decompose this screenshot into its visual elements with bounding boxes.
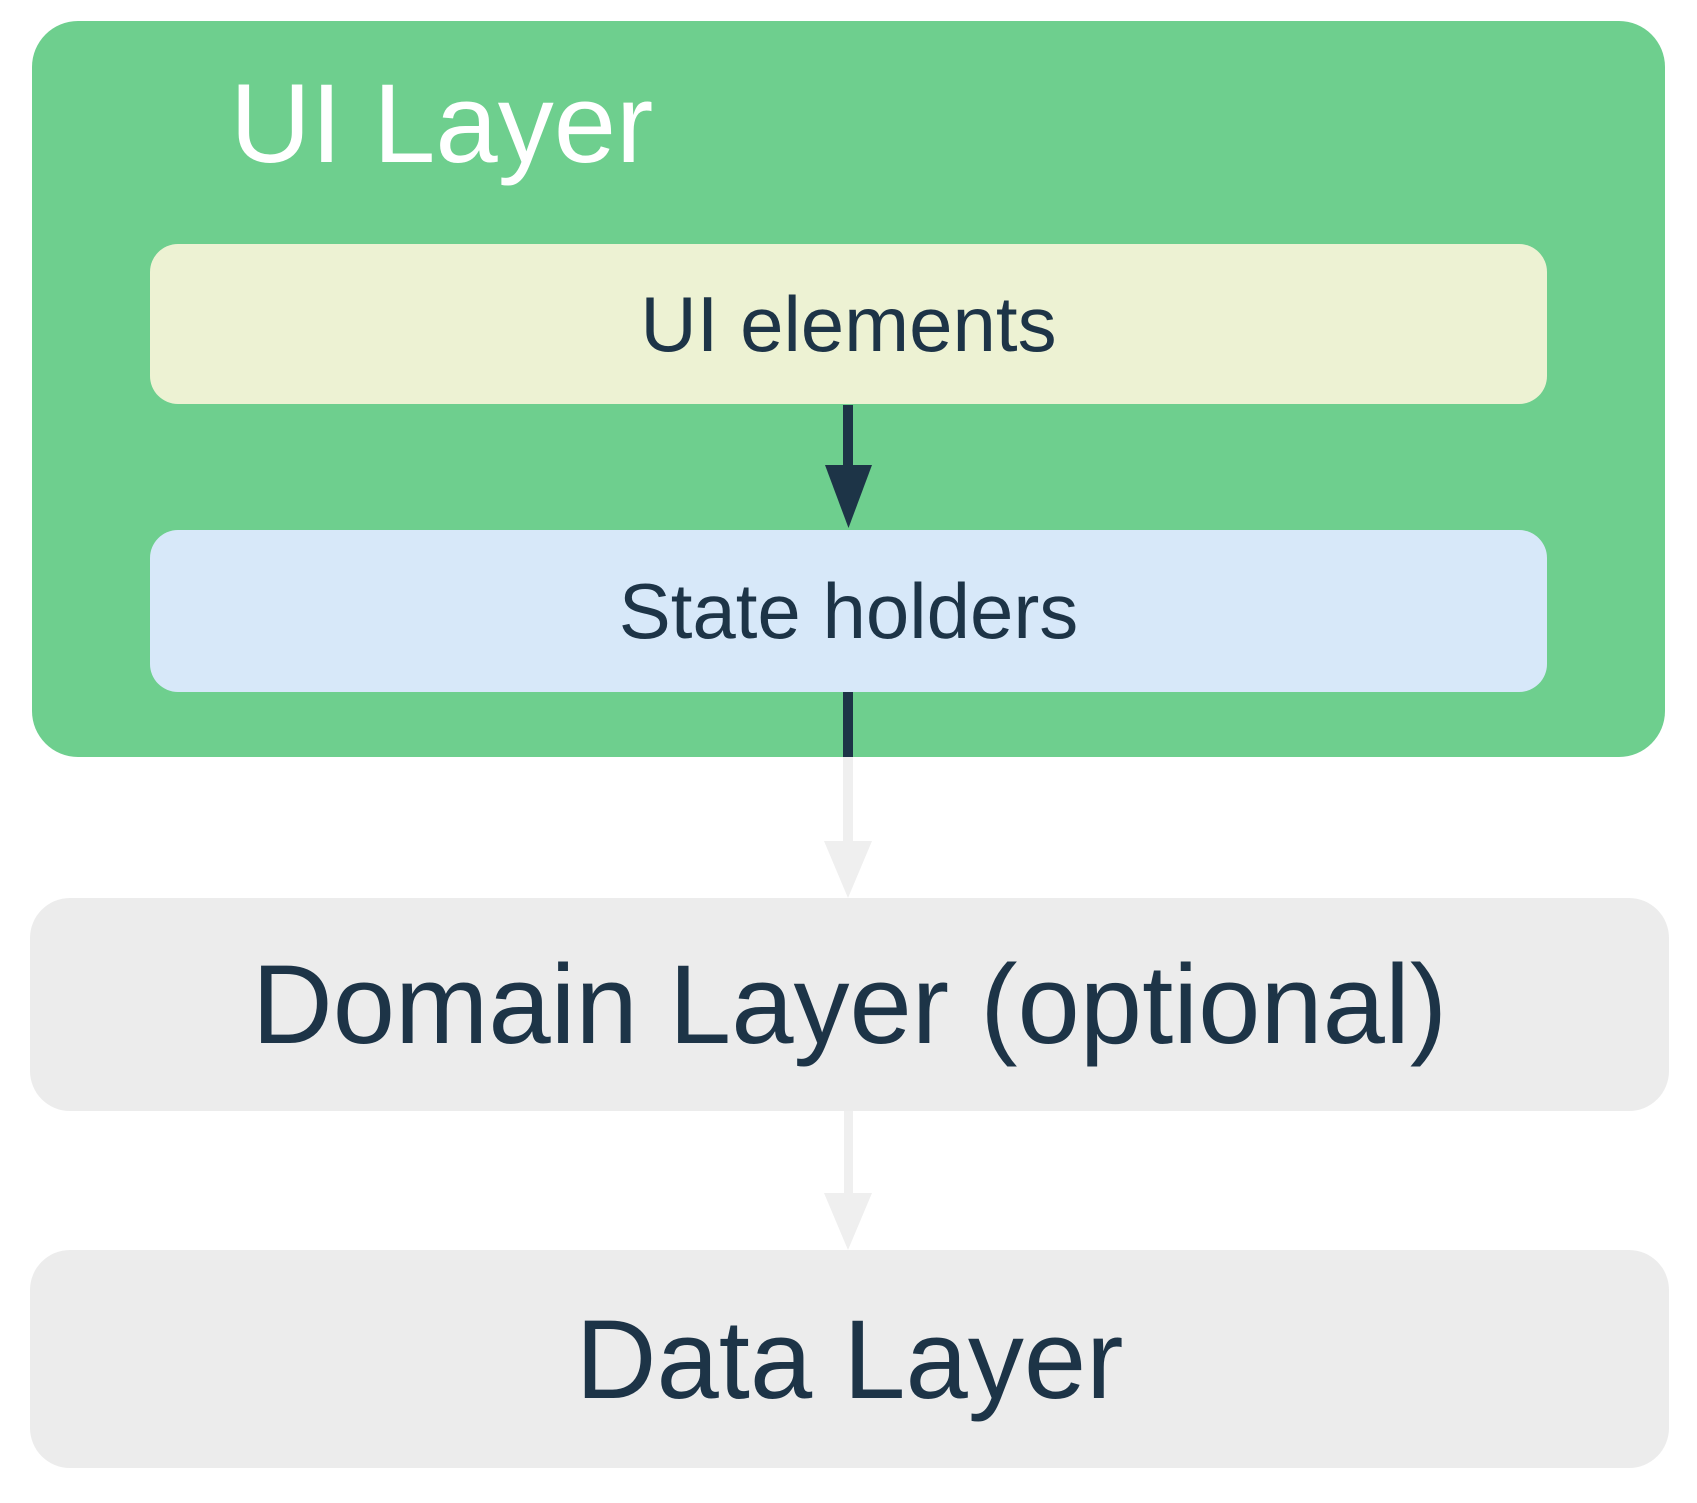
- data-layer-label: Data Layer: [575, 1296, 1124, 1422]
- ui-elements-to-state-holders-arrow-head: [825, 465, 872, 528]
- state-holders-label: State holders: [618, 566, 1079, 655]
- ui-layer-box: UI Layer UI elements State holders: [32, 21, 1665, 757]
- ui-elements-label: UI elements: [640, 279, 1057, 368]
- domain-to-data-arrow-shaft: [844, 1111, 853, 1194]
- domain-layer-label: Domain Layer (optional): [251, 942, 1448, 1067]
- domain-layer-box: Domain Layer (optional): [30, 898, 1669, 1111]
- state-holders-to-domain-arrow-shaft: [843, 757, 853, 842]
- state-holders-to-domain-arrow-dark-segment: [843, 692, 853, 757]
- ui-elements-box: UI elements: [150, 244, 1547, 404]
- ui-layer-title: UI Layer: [230, 61, 654, 186]
- domain-to-data-arrow-head: [824, 1193, 872, 1250]
- data-layer-box: Data Layer: [30, 1250, 1669, 1468]
- state-holders-to-domain-arrow-head: [824, 841, 872, 898]
- ui-elements-to-state-holders-arrow-shaft: [843, 405, 853, 467]
- state-holders-box: State holders: [150, 530, 1547, 692]
